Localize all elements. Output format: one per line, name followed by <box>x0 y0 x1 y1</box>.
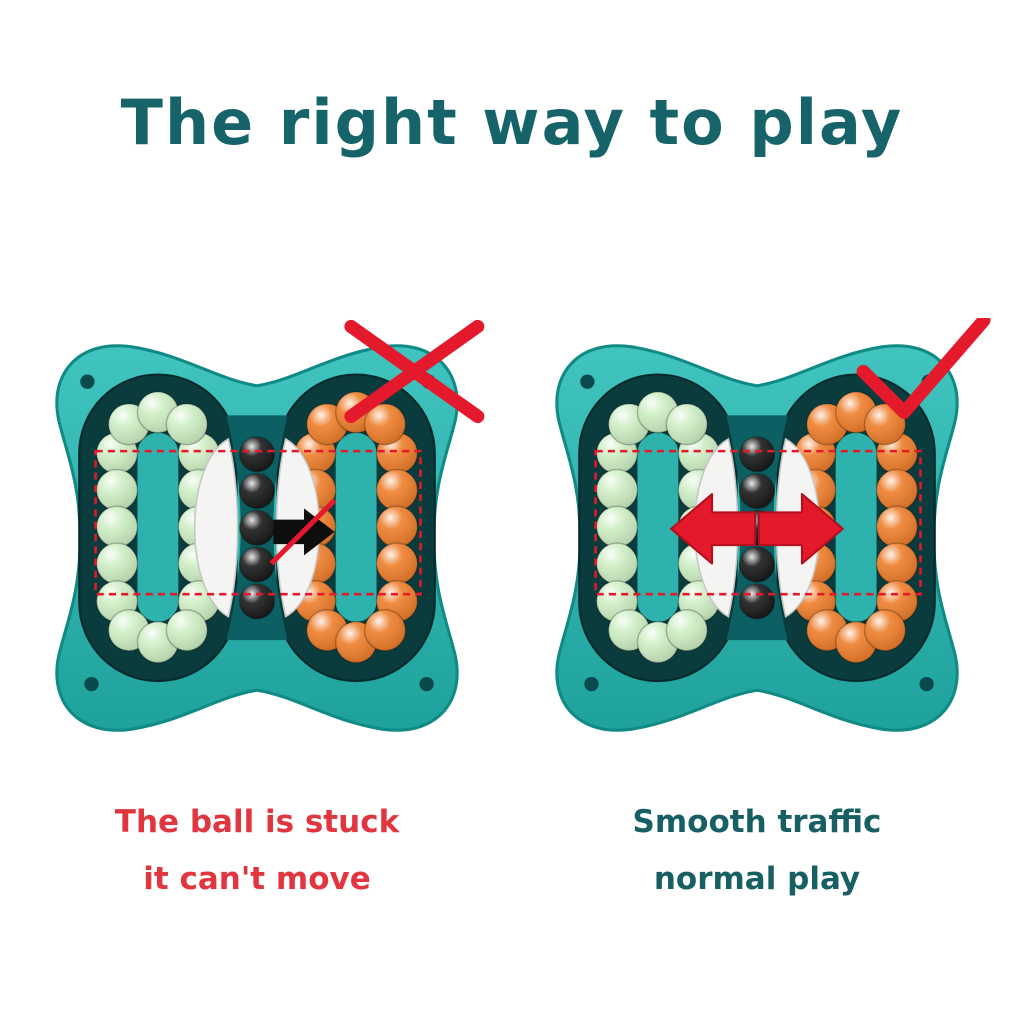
right-way-panel: Smooth traffic normal play <box>522 318 992 909</box>
dashed-highlight-box <box>94 449 422 596</box>
screw-icon <box>84 676 99 692</box>
green-beads <box>95 391 220 664</box>
blocked-arrow-icon <box>269 498 337 566</box>
page-title: The right way to play <box>120 86 904 159</box>
right-caption-line2: normal play <box>653 861 861 898</box>
screws <box>580 374 936 692</box>
right-caption-line1: Smooth traffic <box>632 804 882 840</box>
screw-icon <box>80 374 95 389</box>
dashed-highlight-box <box>594 449 922 596</box>
fidget-toy-wrong <box>55 319 485 732</box>
wrong-caption-line1: The ball is stuck <box>114 804 400 840</box>
screw-icon <box>919 676 934 692</box>
wrong-caption: The ball is stuck it can't move <box>22 794 492 909</box>
wrong-caption-line2: it can't move <box>143 861 371 898</box>
flow-arrows-icon <box>670 493 844 565</box>
screw-icon <box>584 676 599 692</box>
cross-mark-icon <box>344 319 485 424</box>
fidget-toy-right <box>555 318 991 732</box>
wrong-way-panel: The ball is stuck it can't move <box>22 318 492 909</box>
black-beads <box>238 436 276 620</box>
screw-icon <box>419 676 434 692</box>
right-caption: Smooth traffic normal play <box>522 794 992 909</box>
check-mark-icon <box>856 318 991 419</box>
screw-icon <box>580 374 595 389</box>
